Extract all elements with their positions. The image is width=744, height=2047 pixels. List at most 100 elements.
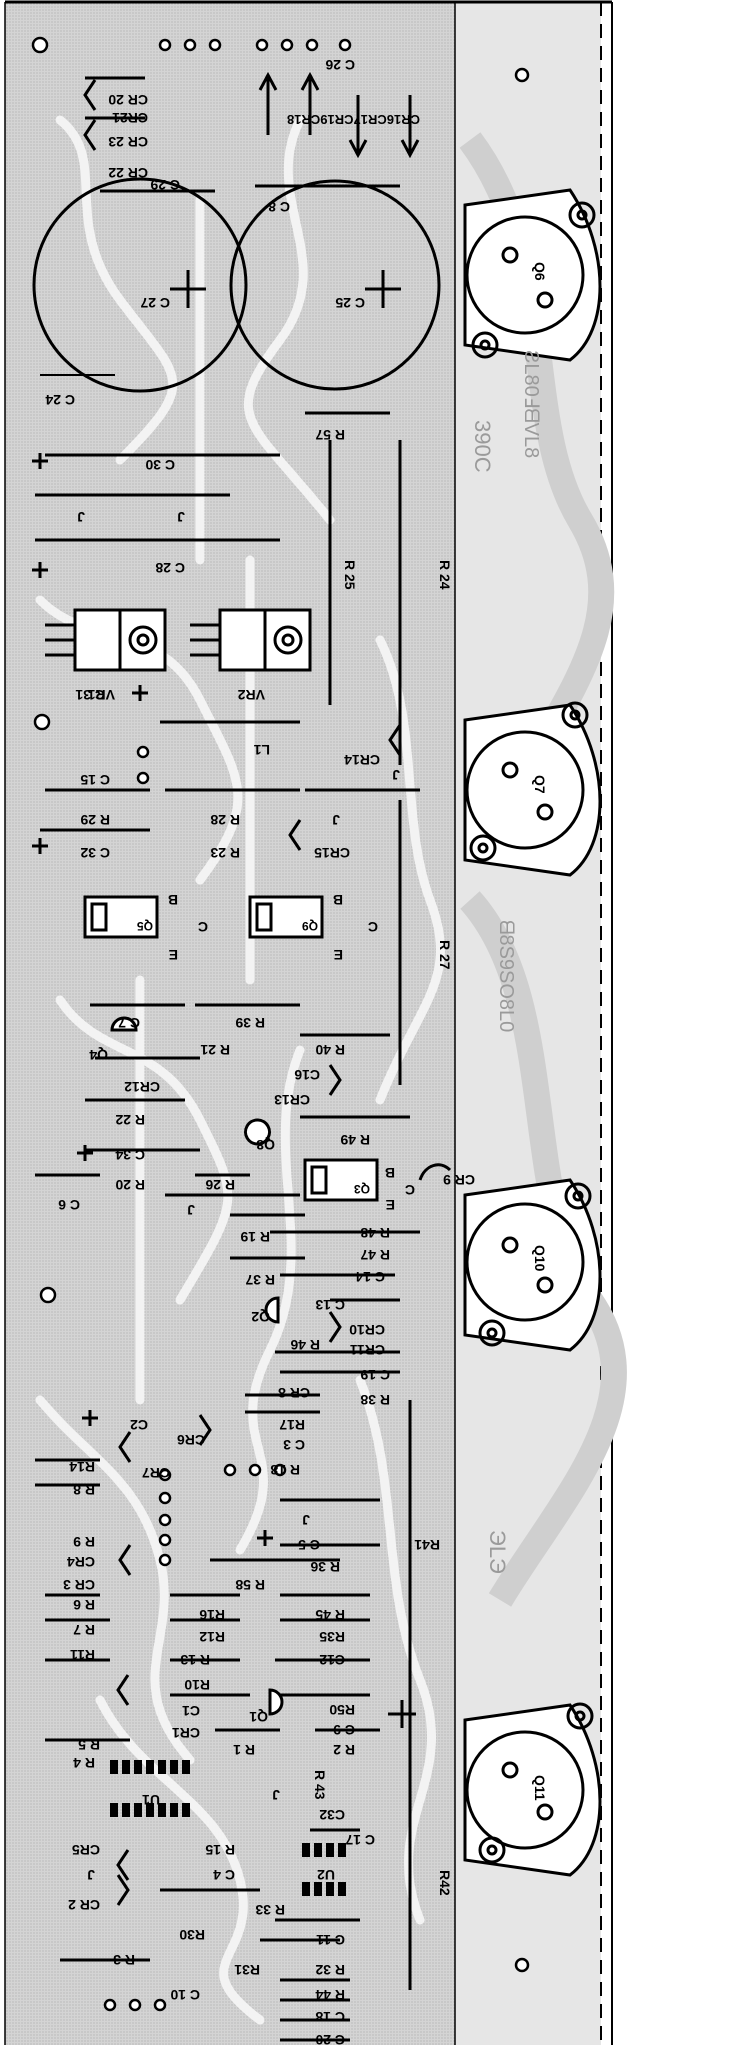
label-c3: C 3 bbox=[283, 1437, 305, 1453]
label-c24: C 24 bbox=[45, 392, 75, 408]
label-c19: C 19 bbox=[360, 1367, 390, 1383]
label-r1: R 1 bbox=[233, 1742, 255, 1758]
label-r7: R 7 bbox=[73, 1622, 95, 1638]
label-r3: R 3 bbox=[113, 1952, 135, 1968]
label-q10: Q10 bbox=[532, 1245, 548, 1272]
label-b1: B bbox=[168, 892, 178, 908]
label-c18: C 18 bbox=[315, 2009, 345, 2025]
label-j1: J bbox=[77, 509, 85, 525]
label-r57: R 57 bbox=[315, 427, 345, 443]
label-u1: U1 bbox=[142, 1792, 160, 1808]
label-cr5: CR5 bbox=[72, 1842, 100, 1858]
label-cr3: CR 3 bbox=[63, 1577, 95, 1593]
label-c1: C1 bbox=[182, 1703, 200, 1719]
transistor-q6 bbox=[463, 188, 602, 362]
label-e1: E bbox=[169, 947, 178, 963]
label-r35: R35 bbox=[319, 1629, 345, 1645]
label-r29: R 29 bbox=[80, 812, 110, 828]
component-bars bbox=[35, 76, 420, 2042]
label-r50: R50 bbox=[329, 1702, 355, 1718]
label-c2: C2 bbox=[130, 1417, 148, 1433]
label-vr2: VR2 bbox=[238, 687, 265, 703]
label-l1: L1 bbox=[253, 742, 270, 758]
label-q2: Q2 bbox=[251, 1309, 270, 1325]
label-cr2: CR 2 bbox=[68, 1897, 100, 1913]
label-r19: R 19 bbox=[240, 1229, 270, 1245]
label-cr11: CR11 bbox=[350, 1342, 385, 1358]
label-r12: R12 bbox=[199, 1629, 225, 1645]
label-r10: R10 bbox=[184, 1677, 210, 1693]
label-q3: Q3 bbox=[354, 1182, 370, 1196]
label-r23: R 23 bbox=[210, 845, 240, 861]
label-cr22: CR 22 bbox=[108, 165, 148, 181]
label-r26: R 26 bbox=[205, 1177, 235, 1193]
label-cr1: CR1 bbox=[172, 1725, 200, 1741]
label-r58: R 58 bbox=[235, 1577, 265, 1593]
label-cr7: CR7 bbox=[142, 1465, 170, 1481]
label-q4: Q4 bbox=[89, 1047, 108, 1063]
label-c30: C 30 bbox=[145, 457, 175, 473]
heatsink-silkscreen: 390C ƧL80ℲᗺVL8 ᗺ8S9SO8L0 ЭLЭ bbox=[470, 350, 542, 1574]
label-c25: C 25 bbox=[335, 295, 365, 311]
label-cr9: CR 9 bbox=[443, 1172, 475, 1188]
plus-mark-c25 bbox=[365, 270, 401, 308]
label-c7: C 7 bbox=[118, 1015, 140, 1031]
label-r17: R17 bbox=[279, 1417, 305, 1433]
label-r46: R 46 bbox=[290, 1337, 320, 1353]
label-q7: Q7 bbox=[532, 775, 548, 794]
label-c27: C 27 bbox=[140, 295, 170, 311]
label-j3: J bbox=[392, 767, 400, 783]
label-r14: R14 bbox=[69, 1459, 95, 1475]
label-cr4: CR4 bbox=[67, 1554, 95, 1570]
label-c31: C 31 bbox=[75, 687, 105, 703]
label-cr6: CR6 bbox=[177, 1432, 205, 1448]
label-r6: R 6 bbox=[73, 1597, 95, 1613]
label-c20: C 20 bbox=[315, 2032, 345, 2047]
label-r30: R30 bbox=[179, 1927, 205, 1943]
label-r42: R42 bbox=[437, 1870, 453, 1896]
label-j5: J bbox=[187, 1202, 195, 1218]
label-c8: C 8 bbox=[268, 199, 290, 215]
label-r5: R 5 bbox=[78, 1737, 100, 1753]
label-cr12: CR12 bbox=[124, 1079, 160, 1095]
component-labels: C 26 CR 20 CR21 CR 23 CR 22 CR16CR17CR19… bbox=[45, 57, 548, 2047]
label-r49: R 49 bbox=[340, 1132, 370, 1148]
transistor-q7 bbox=[463, 701, 602, 877]
label-c-lead2: C bbox=[368, 919, 378, 935]
label-cr15: CR15 bbox=[314, 845, 350, 861]
label-cr10: CR10 bbox=[349, 1322, 385, 1338]
transistor-q11 bbox=[463, 1702, 602, 1877]
silk-part-number: ƧL80ℲᗺVL8 bbox=[520, 350, 542, 458]
transistor-q3 bbox=[303, 1158, 379, 1202]
label-q6: Q6 bbox=[532, 262, 548, 281]
label-r21: R 21 bbox=[200, 1042, 230, 1058]
label-r33: R 33 bbox=[255, 1902, 285, 1918]
label-c32b: C32 bbox=[319, 1807, 345, 1823]
silk-serial: ᗺ8S9SO8L0 bbox=[495, 920, 517, 1032]
label-q1: Q1 bbox=[249, 1709, 268, 1725]
label-r44: R 44 bbox=[315, 1987, 345, 2003]
label-r27: R 27 bbox=[437, 940, 453, 970]
label-q8: Q8 bbox=[256, 1137, 275, 1153]
label-c3lead: C bbox=[405, 1182, 415, 1198]
label-r16: R16 bbox=[199, 1607, 225, 1623]
label-r40: R 40 bbox=[315, 1042, 345, 1058]
label-c10: C 10 bbox=[170, 1987, 200, 2003]
label-c16: C16 bbox=[294, 1067, 320, 1083]
label-c34: C 34 bbox=[115, 1147, 145, 1163]
label-j4: J bbox=[332, 812, 340, 828]
label-r13: R 13 bbox=[180, 1652, 210, 1668]
label-r31: R31 bbox=[234, 1962, 260, 1978]
label-r37: R 37 bbox=[245, 1272, 275, 1288]
label-b3: B bbox=[385, 1165, 395, 1181]
label-j6: J bbox=[302, 1512, 310, 1528]
label-j8: J bbox=[87, 1867, 95, 1883]
label-cr13: CR13 bbox=[274, 1092, 310, 1108]
label-r32: R 32 bbox=[315, 1962, 345, 1978]
label-c13: C 13 bbox=[315, 1297, 345, 1313]
label-r43: R 43 bbox=[312, 1770, 328, 1800]
mounting-holes bbox=[31, 36, 530, 1973]
capacitor-c25 bbox=[229, 179, 441, 391]
label-cr21: CR21 bbox=[112, 110, 148, 126]
